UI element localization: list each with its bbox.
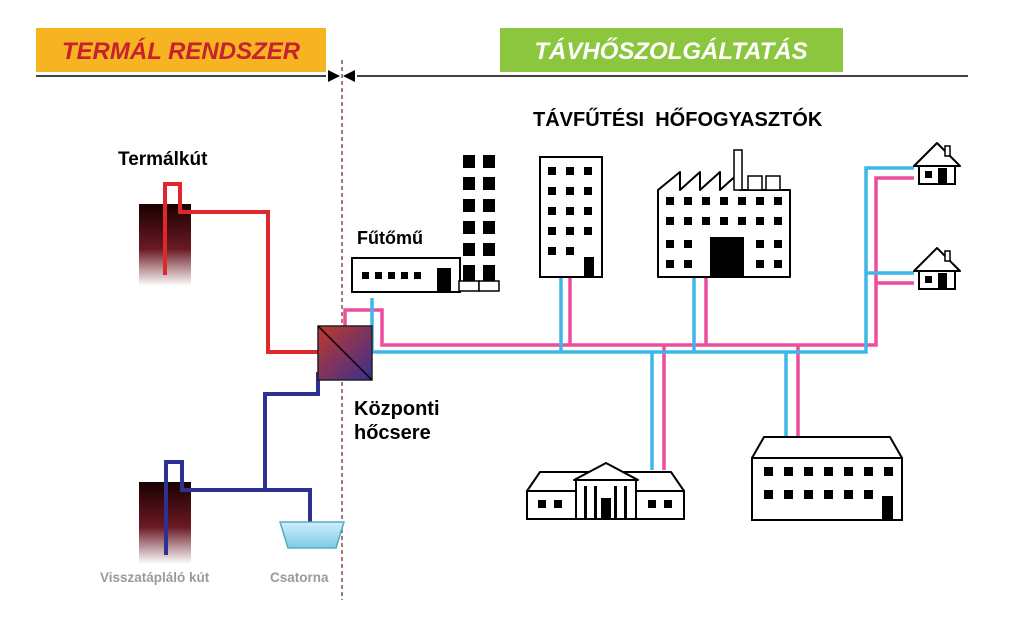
- sewer-basin-icon: [278, 521, 346, 549]
- reinjection-well-label: Visszatápláló kút: [100, 570, 210, 585]
- exchanger-label-line1: Központi: [354, 398, 440, 420]
- supply-pipes: [343, 176, 914, 470]
- header: TERMÁL RENDSZER TÁVHŐSZOLGÁLTATÁS: [36, 28, 968, 600]
- reinjection-well: [139, 372, 320, 564]
- heating-plant-label: Fűtőmű: [357, 228, 423, 248]
- thermal-well-label: Termálkút: [118, 149, 208, 170]
- heating-plant: [351, 155, 500, 293]
- district-heating-title: TÁVHŐSZOLGÁLTATÁS: [534, 37, 807, 65]
- return-pipes: [370, 166, 914, 470]
- public-building: [526, 462, 685, 520]
- sewer-pipe: [265, 488, 312, 522]
- thermal-system-banner: [36, 28, 326, 72]
- thermal-system-title: TERMÁL RENDSZER: [62, 37, 301, 65]
- sewer-label: Csatorna: [270, 570, 329, 585]
- factory-building: [657, 149, 791, 278]
- house-top: [913, 142, 961, 185]
- sewer-basin: [278, 521, 346, 549]
- exchanger-label-line2: hőcsere: [354, 422, 431, 444]
- district-heating-banner: [500, 28, 843, 72]
- boundary-arrow-left-icon: [343, 70, 355, 82]
- boundary-arrow-right-icon: [328, 70, 340, 82]
- heating-plant-windows: [362, 268, 451, 292]
- thermal-well-pipe: [163, 182, 318, 354]
- office-building: [751, 436, 903, 521]
- reinjection-pipe: [164, 372, 320, 555]
- house-bottom: [913, 247, 961, 290]
- consumers-title: TÁVFŰTÉSI HŐFOGYASZTÓK: [533, 107, 823, 131]
- heat-exchanger: [317, 325, 373, 381]
- apartment-building: [539, 156, 603, 278]
- thermal-well: [139, 182, 318, 354]
